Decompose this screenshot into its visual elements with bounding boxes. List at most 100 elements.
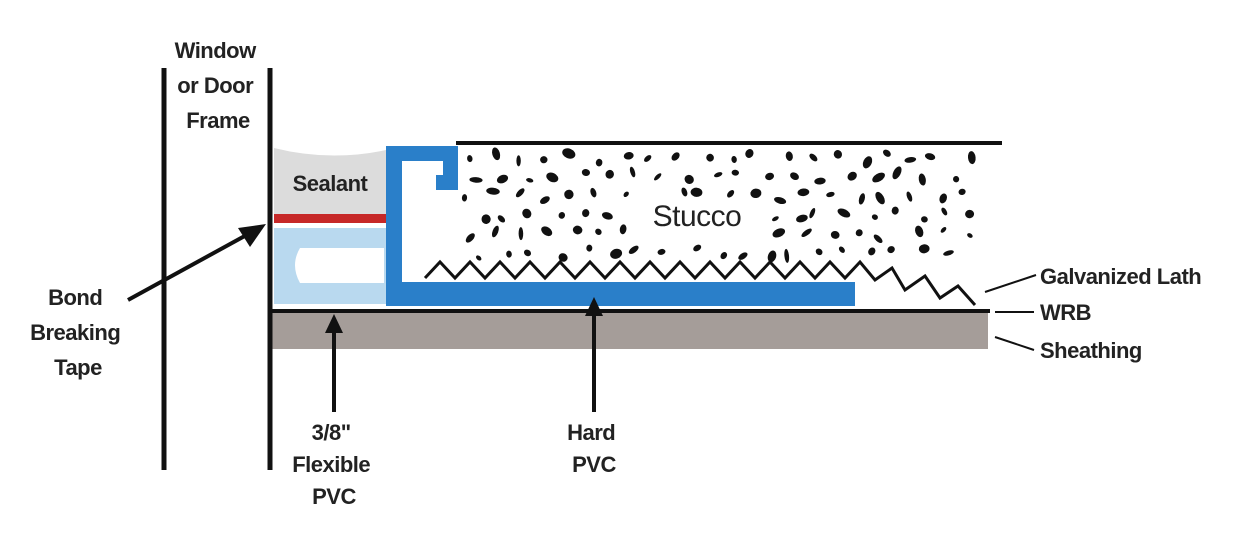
aggregate-particle-25: [605, 169, 614, 179]
aggregate-particle-40: [486, 187, 500, 195]
frame-label-line-2: or Door: [177, 73, 254, 98]
aggregate-particle-27: [654, 173, 662, 181]
aggregate-particle-96: [693, 244, 702, 252]
aggregate-particle-33: [814, 177, 826, 185]
aggregate-particle-35: [872, 172, 885, 183]
aggregate-particle-2: [516, 155, 521, 167]
aggregate-particle-67: [837, 208, 851, 218]
aggregate-particle-32: [790, 172, 799, 181]
aggregate-particle-81: [801, 228, 812, 238]
aggregate-particle-71: [941, 207, 948, 216]
aggregate-particle-62: [582, 209, 590, 218]
aggregate-particle-84: [873, 234, 883, 244]
aggregate-particle-56: [939, 193, 948, 204]
aggregate-particle-60: [522, 208, 532, 219]
hard-pvc-arrowhead: [585, 297, 603, 316]
aggregate-particle-59: [497, 215, 506, 223]
bond-breaking-tape: [274, 214, 386, 223]
frame-label-line-1: Window: [175, 38, 257, 63]
aggregate-particle-5: [595, 158, 603, 167]
aggregate-particle-69: [891, 206, 899, 215]
aggregate-particle-66: [809, 207, 816, 219]
aggregate-particle-54: [875, 191, 885, 205]
aggregate-particle-38: [952, 176, 960, 183]
aggregate-particle-29: [714, 172, 723, 178]
stucco-aggregate: [461, 147, 976, 263]
aggregate-particle-87: [967, 233, 973, 238]
sheathing-label: Sheathing: [1040, 338, 1142, 363]
aggregate-particle-9: [706, 153, 714, 162]
aggregate-particle-82: [830, 230, 840, 239]
aggregate-particle-75: [518, 227, 524, 241]
aggregate-particle-11: [745, 149, 754, 158]
aggregate-particle-104: [887, 246, 895, 254]
aggregate-particle-76: [541, 226, 553, 237]
bond-tape-label-line-3: Tape: [54, 355, 102, 380]
aggregate-particle-53: [858, 193, 865, 205]
aggregate-particle-63: [601, 212, 613, 220]
aggregate-particle-48: [727, 190, 735, 198]
frame-label: Window or Door Frame: [175, 38, 262, 133]
bond-tape-label-line-2: Breaking: [30, 320, 120, 345]
aggregate-particle-0: [467, 155, 473, 163]
aggregate-particle-43: [564, 189, 574, 200]
hard-pvc-label-line-1: Hard: [567, 420, 615, 445]
aggregate-particle-13: [809, 153, 818, 162]
aggregate-particle-58: [481, 214, 491, 224]
bond-tape-arrow: [127, 230, 253, 302]
aggregate-particle-7: [644, 155, 652, 162]
aggregate-particle-90: [524, 249, 531, 257]
aggregate-particle-70: [921, 216, 928, 223]
flexible-pvc-label: 3/8" Flexible PVC: [292, 420, 376, 509]
hard-pvc-bead: [386, 146, 855, 306]
aggregate-particle-79: [619, 224, 627, 235]
aggregate-particle-100: [784, 248, 790, 263]
aggregate-particle-17: [904, 157, 917, 163]
aggregate-particle-20: [469, 177, 483, 183]
aggregate-particle-97: [720, 252, 728, 260]
aggregate-particle-101: [815, 248, 823, 256]
flexible-pvc: [274, 228, 386, 304]
aggregate-particle-26: [629, 166, 636, 178]
stucco-label: Stucco: [653, 200, 742, 233]
aggregate-particle-10: [731, 156, 737, 163]
aggregate-particle-57: [958, 188, 966, 196]
hard-pvc-label-line-2: PVC: [572, 452, 616, 477]
aggregate-particle-89: [506, 250, 512, 258]
stucco-layer: [418, 143, 1000, 302]
aggregate-particle-61: [558, 212, 566, 219]
aggregate-particle-78: [595, 228, 602, 235]
aggregate-particle-6: [623, 152, 634, 160]
aggregate-particle-52: [826, 191, 835, 198]
aggregate-particle-74: [491, 225, 499, 238]
hard-pvc-label: Hard PVC: [567, 420, 621, 477]
aggregate-particle-64: [772, 216, 779, 222]
sealant-bead: [274, 148, 386, 214]
aggregate-particle-12: [785, 151, 793, 161]
aggregate-particle-30: [731, 169, 739, 176]
aggregate-particle-49: [750, 188, 762, 199]
aggregate-particle-106: [943, 250, 954, 256]
flexible-pvc-label-line-3: PVC: [312, 484, 356, 509]
aggregate-particle-47: [690, 187, 703, 197]
aggregate-particle-65: [796, 214, 808, 223]
galvanized-lath: [423, 259, 977, 307]
aggregate-particle-68: [871, 214, 878, 220]
aggregate-particle-4: [562, 148, 576, 159]
sheathing-leader: [994, 336, 1035, 351]
aggregate-particle-95: [657, 248, 666, 255]
aggregate-particle-28: [684, 174, 694, 184]
sealant-label: Sealant: [293, 171, 369, 196]
aggregate-particle-42: [539, 196, 550, 205]
aggregate-particle-1: [492, 147, 501, 161]
galvanized-lath-leader: [984, 274, 1037, 293]
aggregate-particle-103: [868, 247, 876, 256]
bond-tape-label: Bond Breaking Tape: [30, 285, 126, 380]
aggregate-particle-98: [738, 252, 748, 260]
aggregate-particle-92: [586, 244, 593, 252]
aggregate-particle-86: [940, 227, 947, 233]
aggregate-particle-55: [906, 191, 913, 202]
flexible-pvc-arrowhead: [325, 314, 343, 333]
aggregate-particle-15: [862, 156, 873, 169]
